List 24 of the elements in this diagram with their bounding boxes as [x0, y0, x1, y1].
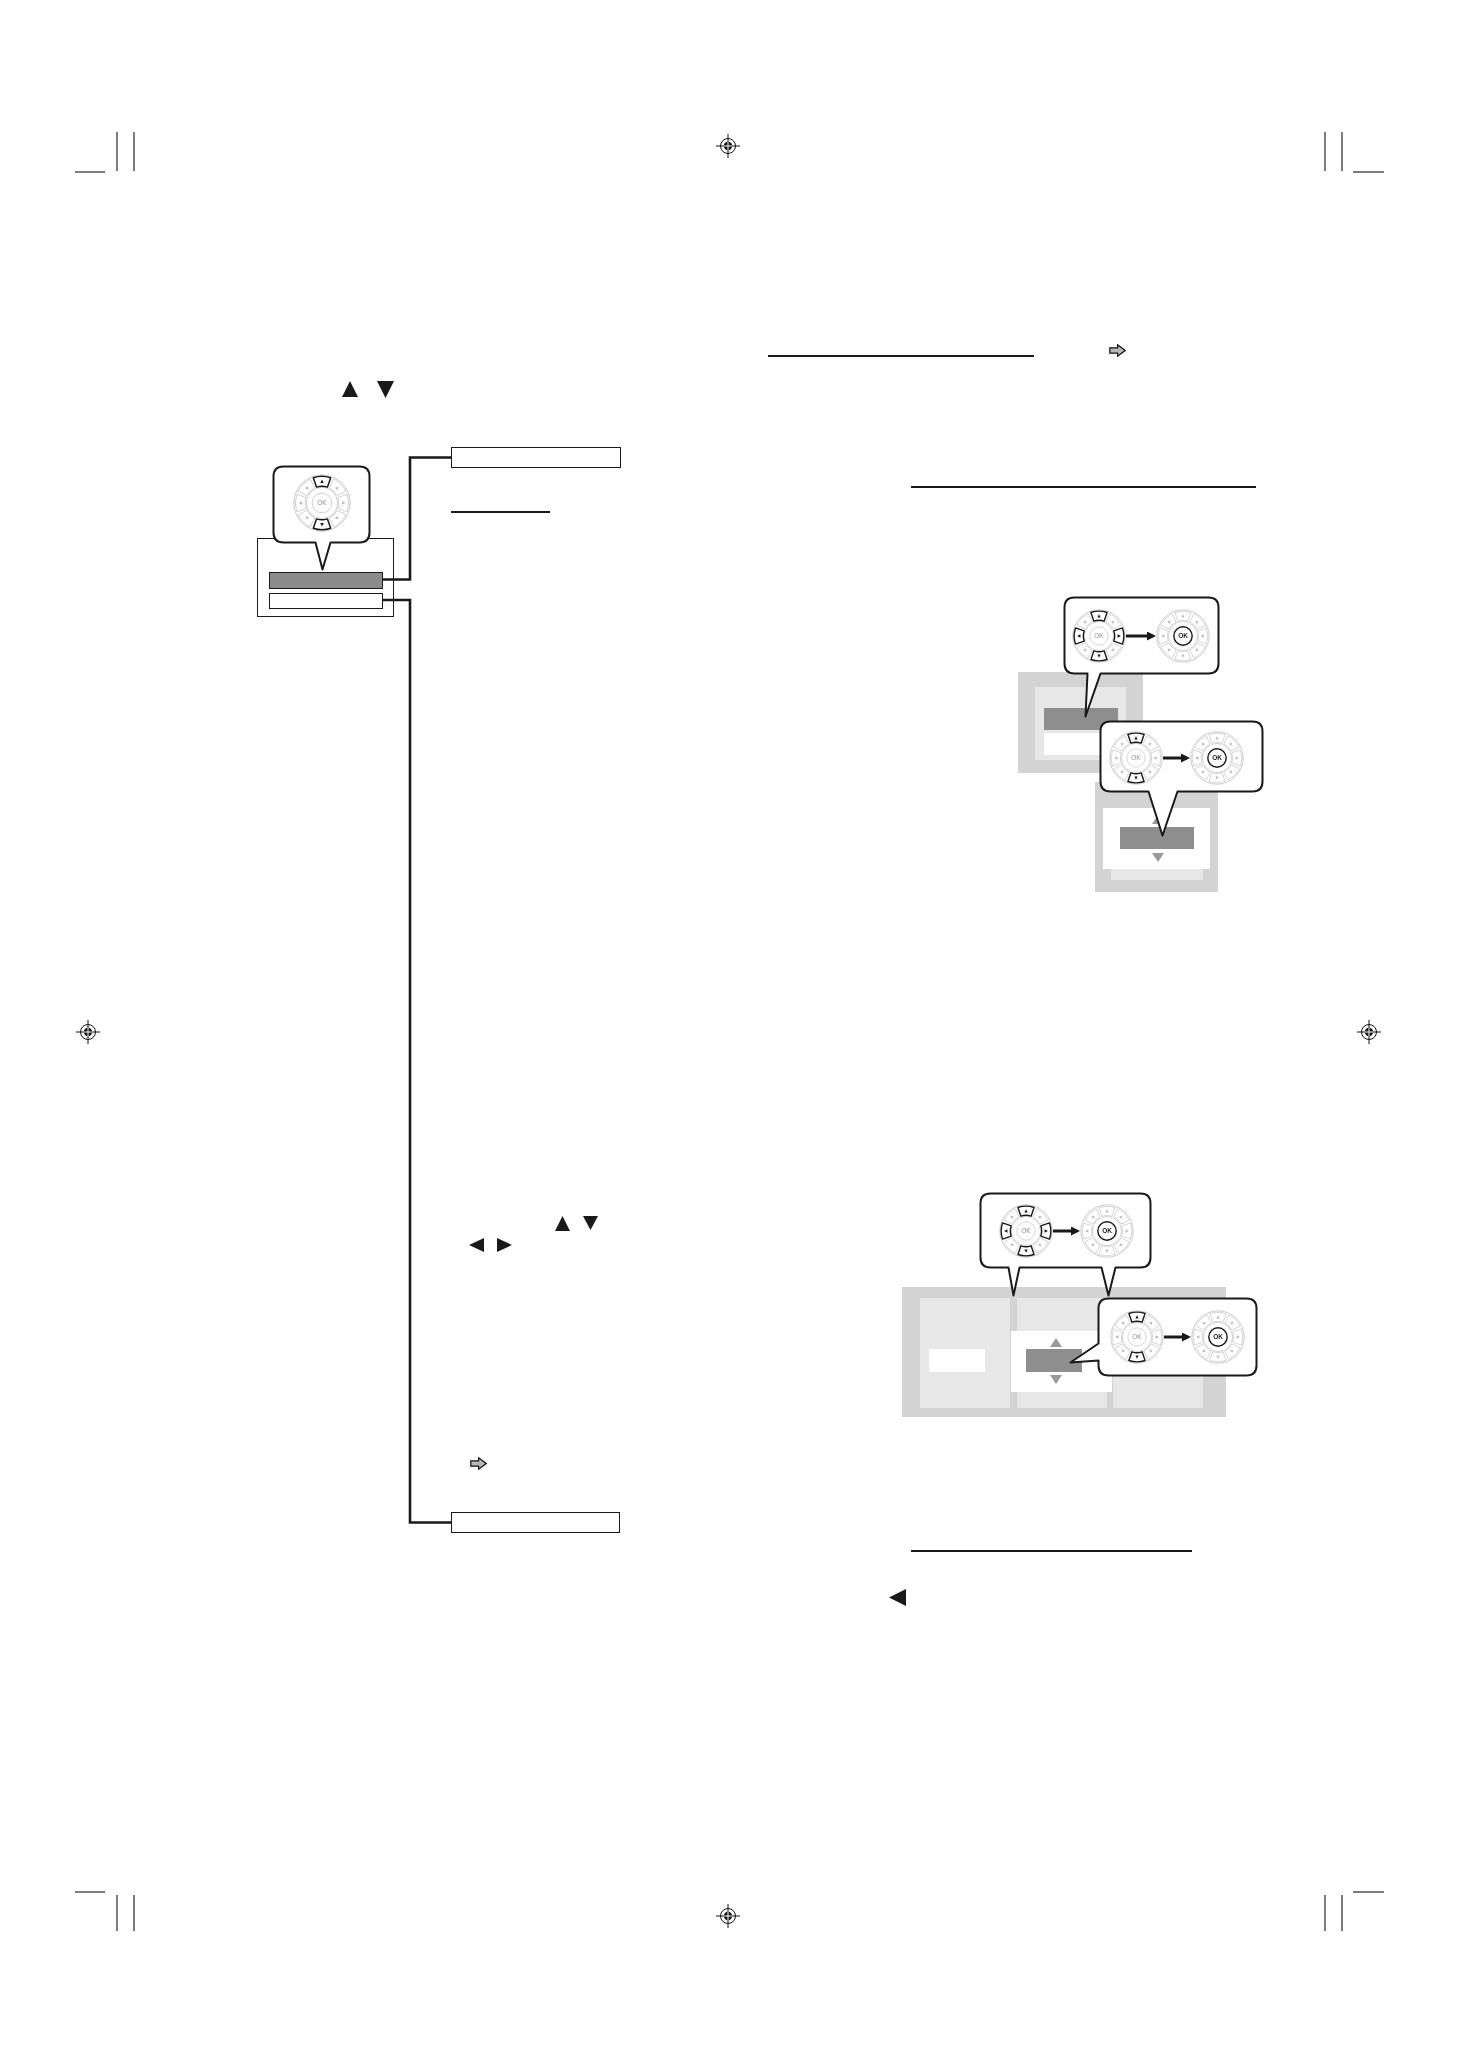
arrow: [1126, 631, 1156, 641]
remote-dpad: [1072, 609, 1126, 663]
remote-dpad: [1191, 1310, 1245, 1364]
remote-dpad: [999, 1204, 1053, 1258]
remote-dpad: [1109, 731, 1163, 785]
arrow: [1053, 1226, 1080, 1236]
remote-dpad: [293, 474, 351, 532]
leader-line: [382, 456, 451, 581]
remote-dpad: [1190, 731, 1244, 785]
remote-dpad: [1110, 1310, 1164, 1364]
frame-box: [451, 447, 621, 468]
arrow: [1164, 1332, 1191, 1342]
callout-bubble: [978, 1191, 1152, 1297]
highlighted-menu-bar: [269, 572, 383, 589]
menu-bar: [269, 593, 383, 609]
arrow: [1163, 753, 1190, 763]
menu-panel: [257, 538, 394, 617]
frame-box: [451, 1512, 620, 1533]
remote-dpad: [1080, 1204, 1134, 1258]
callout-bubble: [1098, 719, 1264, 837]
leader-line: [382, 598, 451, 1524]
callout-bubble: [1068, 1296, 1258, 1377]
callout-bubble: [1062, 595, 1220, 718]
remote-dpad: [1156, 609, 1210, 663]
